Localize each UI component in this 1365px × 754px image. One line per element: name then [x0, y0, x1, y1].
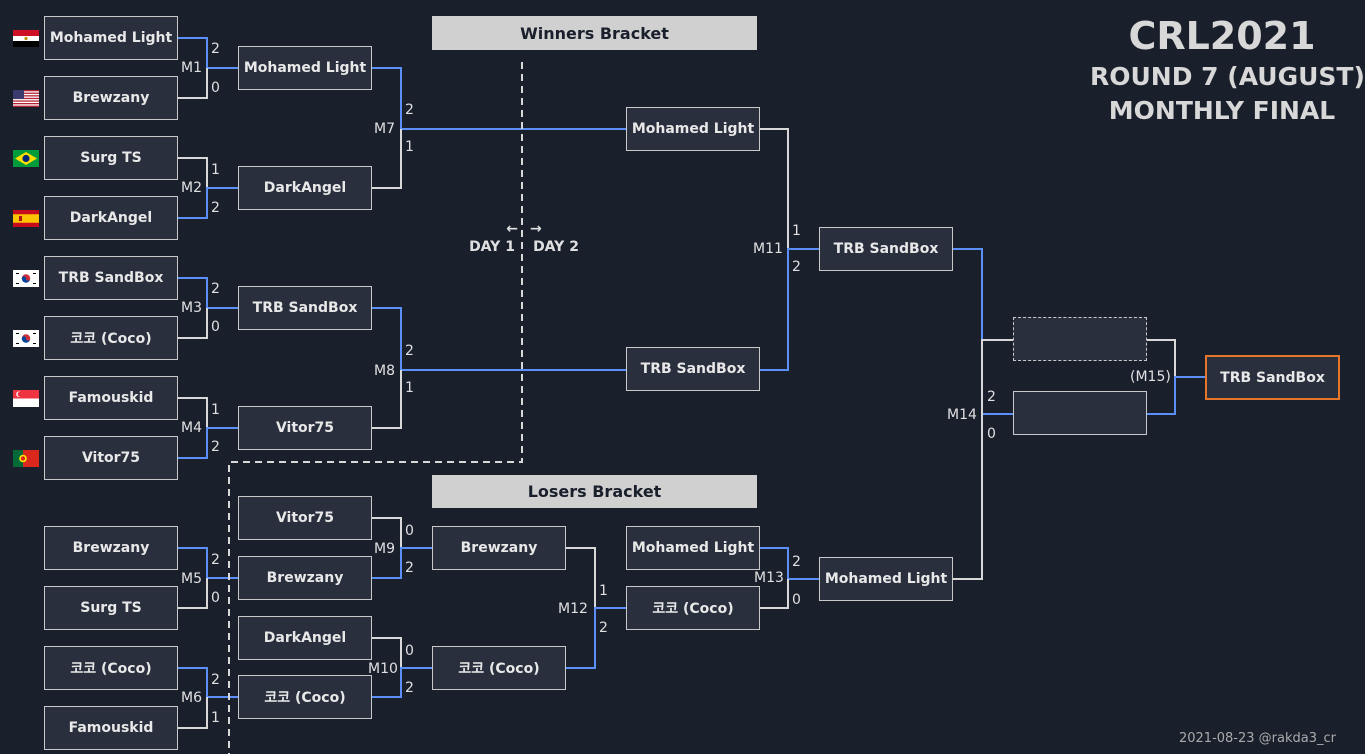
score: 2 — [211, 200, 220, 216]
player-slot: 코코 (Coco) — [626, 586, 760, 630]
day-2-text: DAY 2 — [533, 239, 579, 256]
score: 2 — [211, 672, 220, 688]
score: 0 — [792, 592, 801, 608]
match-label: M8 — [374, 363, 395, 379]
score: 2 — [792, 259, 801, 275]
grand-final-slot — [1013, 391, 1147, 435]
losers-bracket-banner: Losers Bracket — [432, 475, 757, 508]
player-slot: DarkAngel — [44, 196, 178, 240]
egypt-flag-icon — [13, 30, 39, 47]
player-slot: Famouskid — [44, 376, 178, 420]
winners-bracket-banner: Winners Bracket — [432, 16, 757, 50]
stage-title: MONTHLY FINAL — [1108, 96, 1336, 125]
match-label: M10 — [368, 661, 398, 677]
player-slot: Surg TS — [44, 136, 178, 180]
right-arrow-icon: → — [530, 221, 542, 237]
score: 2 — [405, 343, 414, 359]
match-label: M7 — [374, 121, 395, 137]
score: 0 — [405, 523, 414, 539]
day-1-label: ← DAY 1 — [466, 220, 518, 256]
score: 2 — [211, 41, 220, 57]
event-title: CRL2021 — [1128, 14, 1316, 58]
player-slot: 코코 (Coco) — [432, 646, 566, 690]
left-arrow-icon: ← — [506, 221, 518, 237]
score: 0 — [211, 590, 220, 606]
player-slot: Mohamed Light — [626, 107, 760, 151]
player-slot: TRB SandBox — [238, 286, 372, 330]
score: 1 — [211, 402, 220, 418]
player-slot: Mohamed Light — [44, 16, 178, 60]
player-slot: Famouskid — [44, 706, 178, 750]
score: 1 — [211, 162, 220, 178]
score: 0 — [405, 643, 414, 659]
player-slot: TRB SandBox — [44, 256, 178, 300]
player-slot: Vitor75 — [238, 496, 372, 540]
match-label: M9 — [374, 541, 395, 557]
round-title: ROUND 7 (AUGUST) — [1090, 62, 1365, 91]
score: 2 — [405, 102, 414, 118]
grand-final-slot-empty — [1013, 317, 1147, 361]
score: 2 — [792, 554, 801, 570]
match-label: (M15) — [1130, 369, 1171, 385]
player-slot: 코코 (Coco) — [44, 316, 178, 360]
player-slot: Brewzany — [238, 556, 372, 600]
score: 2 — [211, 439, 220, 455]
score: 0 — [987, 426, 996, 442]
match-label: M5 — [181, 571, 202, 587]
match-label: M4 — [181, 420, 202, 436]
score: 1 — [792, 223, 801, 239]
player-slot: 코코 (Coco) — [238, 675, 372, 719]
match-label: M13 — [754, 570, 784, 586]
usa-flag-icon — [13, 90, 39, 107]
match-label: M12 — [558, 601, 588, 617]
match-label: M1 — [181, 60, 202, 76]
match-label: M14 — [947, 407, 977, 423]
player-slot: TRB SandBox — [626, 347, 760, 391]
score: 1 — [211, 710, 220, 726]
brazil-flag-icon — [13, 150, 39, 167]
score: 0 — [211, 319, 220, 335]
day-1-text: DAY 1 — [469, 239, 515, 256]
score: 0 — [211, 80, 220, 96]
score: 2 — [405, 680, 414, 696]
player-slot: Brewzany — [44, 526, 178, 570]
score: 2 — [599, 620, 608, 636]
player-slot: TRB SandBox — [819, 227, 953, 271]
south-korea-flag-icon — [13, 330, 39, 347]
player-slot: DarkAngel — [238, 166, 372, 210]
match-label: M11 — [753, 241, 783, 257]
score: 1 — [405, 380, 414, 396]
player-slot: Mohamed Light — [238, 46, 372, 90]
champion-slot: TRB SandBox — [1205, 355, 1340, 400]
score: 1 — [405, 139, 414, 155]
player-slot: DarkAngel — [238, 616, 372, 660]
singapore-flag-icon — [13, 390, 39, 407]
player-slot: Brewzany — [44, 76, 178, 120]
player-slot: Mohamed Light — [626, 526, 760, 570]
player-slot: Vitor75 — [44, 436, 178, 480]
player-slot: Surg TS — [44, 586, 178, 630]
player-slot: Mohamed Light — [819, 557, 953, 601]
match-label: M2 — [181, 180, 202, 196]
score: 2 — [211, 552, 220, 568]
spain-flag-icon — [13, 210, 39, 227]
score: 2 — [987, 389, 996, 405]
day-2-label: → DAY 2 — [530, 220, 582, 256]
player-slot: Vitor75 — [238, 406, 372, 450]
score: 2 — [405, 560, 414, 576]
player-slot: Brewzany — [432, 526, 566, 570]
match-label: M6 — [181, 690, 202, 706]
portugal-flag-icon — [13, 450, 39, 467]
credit-footer: 2021-08-23 @rakda3_cr — [1178, 731, 1336, 746]
south-korea-flag-icon — [13, 270, 39, 287]
score: 2 — [211, 281, 220, 297]
player-slot: 코코 (Coco) — [44, 646, 178, 690]
score: 1 — [599, 583, 608, 599]
match-label: M3 — [181, 300, 202, 316]
